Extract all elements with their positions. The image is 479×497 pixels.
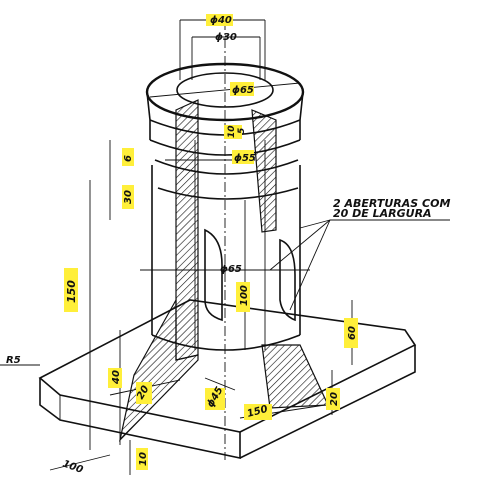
dim-phi65-top: ϕ65 <box>232 85 254 96</box>
dim-phi55: ϕ55 <box>234 153 256 164</box>
dim-phi30: ϕ30 <box>215 32 237 43</box>
dim-60: 60 <box>347 326 358 340</box>
dim-100-inner: 100 <box>239 285 250 306</box>
note-line-1: 2 ABERTURAS COM <box>333 197 450 210</box>
dim-40: 40 <box>111 370 122 385</box>
dim-10-bottom: 10 <box>138 452 149 466</box>
dim-r5: R5 <box>6 355 21 366</box>
dim-phi65-mid: ϕ65 <box>220 264 242 275</box>
dim-30: 30 <box>123 190 134 204</box>
dimension-labels: ϕ40 ϕ30 ϕ65 10 5 ϕ55 6 30 150 ϕ65 100 60… <box>6 15 358 476</box>
dim-20-right: 20 <box>329 392 340 406</box>
dim-100-bottom: 100 <box>61 458 84 475</box>
dimension-lines <box>0 19 450 475</box>
dim-6: 6 <box>123 155 134 162</box>
dim-5: 5 <box>237 128 247 134</box>
dim-phi40: ϕ40 <box>210 15 232 26</box>
note: 2 ABERTURAS COM 20 DE LARGURA <box>333 197 450 220</box>
section-cut <box>118 99 329 442</box>
highlights <box>64 14 358 470</box>
base-plate <box>38 299 417 459</box>
dim-150-height: 150 <box>65 280 78 303</box>
dim-150-base: 150 <box>246 404 269 420</box>
dim-10: 10 <box>227 125 237 138</box>
note-line-2: 20 DE LARGURA <box>333 207 432 220</box>
